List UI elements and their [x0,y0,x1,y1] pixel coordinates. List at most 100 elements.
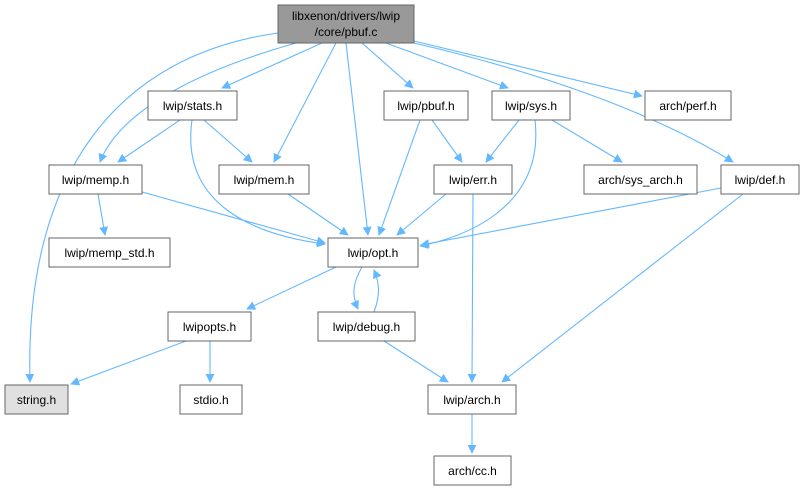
edge-line [431,119,463,163]
node-box [327,237,419,268]
edge-def-to-arch [501,193,744,383]
node-label-line-2: /core/pbuf.c [315,25,378,39]
node-lwip-sys-h[interactable]: lwip/sys.h [491,90,571,121]
edge-line [420,187,722,248]
edge-line [350,266,363,310]
edge-memp-to-opt [141,191,326,246]
node-box [48,164,143,195]
edge-line [485,119,520,163]
node-box [317,311,416,342]
edge-root-to-mem [273,42,337,163]
node-label: string.h [17,393,56,407]
edge-line [117,119,181,163]
node-label: lwip/sys.h [505,99,557,113]
edge-line [385,42,509,90]
edge-line [551,119,623,163]
node-box [491,90,571,121]
node-arch-perf-h[interactable]: arch/perf.h [644,90,732,121]
node-label: lwip/memp_std.h [64,246,154,260]
node-lwip-stats-h[interactable]: lwip/stats.h [147,90,238,121]
edge-memp-to-mempstd [97,193,109,236]
node-label: lwip/def.h [735,173,786,187]
edge-line [70,340,187,386]
node-label: lwip/debug.h [333,320,400,334]
edge-line [383,340,449,383]
edge-lwipopts-to-string [70,340,187,386]
node-box [644,90,732,121]
node-box [48,237,171,268]
node-lwip-memp-std-h[interactable]: lwip/memp_std.h [48,237,171,268]
edge-root-to-opt [345,42,372,236]
node-box [179,384,243,415]
edge-err-to-opt [396,193,447,236]
edge-line [221,42,323,89]
edge-line [246,266,337,310]
edge-sys-to-err [485,119,520,163]
node-stdio-h[interactable]: stdio.h [179,384,243,415]
edge-line [467,193,477,383]
edge-line [25,32,279,383]
edge-line [141,191,326,246]
edge-root-to-stats [221,42,323,89]
node-box [433,164,513,195]
edge-root-to-string [25,32,279,383]
edge-opt-to-lwipopts [246,266,337,310]
node-lwip-err-h[interactable]: lwip/err.h [433,164,513,195]
node-label: lwipopts.h [183,320,236,334]
edge-line [373,269,382,313]
node-lwip-arch-h[interactable]: lwip/arch.h [427,384,517,415]
node-box [427,384,517,415]
node-box [4,384,69,415]
node-label: lwip/err.h [449,173,497,187]
node-label: lwip/memp.h [62,173,129,187]
node-box [383,90,469,121]
node-lwip-def-h[interactable]: lwip/def.h [720,164,800,195]
edge-root-to-perf [413,40,643,99]
node-box [167,311,252,342]
node-label: arch/sys_arch.h [598,173,683,187]
edge-mem-to-opt [287,193,349,236]
node-label: lwip/mem.h [234,173,295,187]
node-box [218,164,310,195]
edge-stats-to-opt [190,119,326,248]
edge-line [97,193,109,236]
edge-sys-to-sysarch [551,119,623,163]
node-label: lwip/pbuf.h [397,99,454,113]
node-pbuf-c-root[interactable]: libxenon/drivers/lwip /core/pbuf.c [277,4,415,44]
node-box [583,164,698,195]
node-string-h[interactable]: string.h [4,384,69,415]
edge-root-to-pbufh [361,42,414,89]
edge-debug-to-arch [383,340,449,383]
node-label: lwip/opt.h [348,246,399,260]
edge-stats-to-mem [203,119,253,163]
edge-line [396,193,447,236]
edge-stats-to-memp [117,119,181,163]
node-lwip-mem-h[interactable]: lwip/mem.h [218,164,310,195]
edge-debug-to-opt [373,269,382,313]
edge-opt-to-debug [350,266,363,310]
edge-err-to-arch [467,193,477,383]
node-box [720,164,800,195]
node-lwipopts-h[interactable]: lwipopts.h [167,311,252,342]
edge-pbufh-to-err [431,119,463,163]
nodes: libxenon/drivers/lwip /core/pbuf.c strin… [4,4,800,486]
edge-line [413,42,734,163]
node-label: lwip/stats.h [163,99,222,113]
edge-root-to-sys [385,42,509,90]
edge-pbufh-to-opt [377,119,421,236]
node-arch-sys-arch-h[interactable]: arch/sys_arch.h [583,164,698,195]
node-lwip-debug-h[interactable]: lwip/debug.h [317,311,416,342]
edge-line [377,119,421,236]
node-lwip-memp-h[interactable]: lwip/memp.h [48,164,143,195]
edges [25,32,744,454]
node-lwip-opt-h[interactable]: lwip/opt.h [327,237,419,268]
node-label: lwip/arch.h [443,393,500,407]
edge-line [273,42,337,163]
edge-def-to-opt [420,187,722,248]
node-box [277,4,415,44]
node-lwip-pbuf-h[interactable]: lwip/pbuf.h [383,90,469,121]
node-label: arch/perf.h [659,99,716,113]
node-arch-cc-h[interactable]: arch/cc.h [433,455,512,486]
edge-line [413,40,643,99]
